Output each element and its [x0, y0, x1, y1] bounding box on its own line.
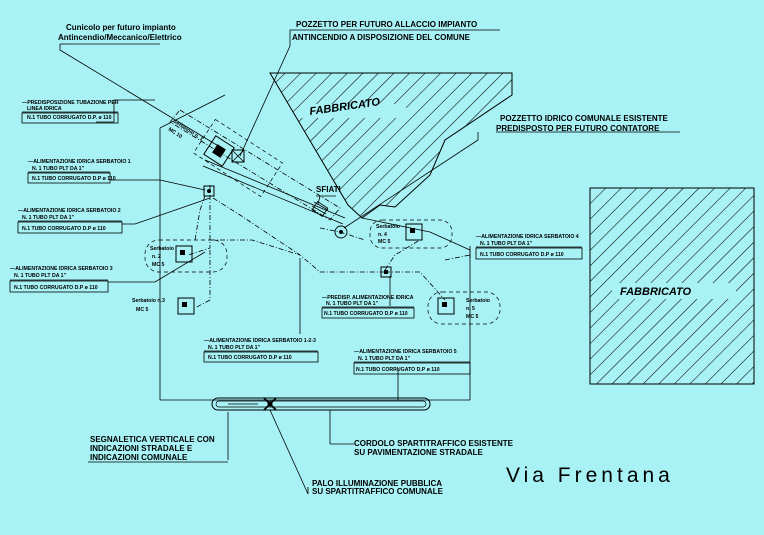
box-predisp-alimentazione: —PREDISP. ALIMENTAZIONE IDRICA N. 1 TUBO… [321, 295, 415, 319]
box-serb1-line-2: N. 1 TUBO PLT DA 1" [32, 166, 85, 172]
box-serbatoio-4: —ALIMENTAZIONE IDRICA SERBATOIO 4 N. 1 T… [475, 234, 583, 260]
palo-line-2: SU SPARTITRAFFICO COMUNALE [312, 487, 444, 496]
segnaletica-line-3: INDICAZIONI COMUNALE [90, 453, 188, 462]
cunicolo-corridor [169, 109, 341, 221]
segnaletica-line-1: SEGNALETICA VERTICALE CON [90, 435, 215, 444]
pozzetto-idrico-line-1: POZZETTO IDRICO COMUNALE ESISTENTE [500, 114, 669, 123]
tank-serbatoio-3: Serbatoio n.3 MC 5 [132, 297, 195, 315]
box-predisp-linea-line-2: LINEA IDRICA [27, 106, 62, 112]
box-serb1-line-3: N.1 TUBO CORRUGATO D.P ø 110 [32, 176, 116, 182]
tank-2-num: n. 2 [152, 254, 161, 260]
tank-serbatoio-2: Serbatoio n. 2 MC 5 [144, 239, 228, 273]
cordolo-line-1: CORDOLO SPARTITRAFFICO ESISTENTE [354, 439, 514, 448]
box-predisp-alim-line-3: N.1 TUBO CORRUGATO D.P ø 110 [324, 311, 408, 317]
manholes [203, 149, 392, 278]
building-fabbricato-2: FABBRICATO [589, 187, 755, 385]
box-serbatoio-123: —ALIMENTAZIONE IDRICA SERBATOIO 1-2-3 N.… [203, 338, 319, 363]
tank-3-name: Serbatoio n.3 [132, 298, 165, 304]
sfiati-label: SFIATI [316, 185, 341, 194]
box-serbatoio-3: —ALIMENTAZIONE IDRICA SERBATOIO 3 N. 1 T… [9, 266, 113, 293]
cordolo-line-2: SU PAVIMENTAZIONE STRADALE [354, 448, 484, 457]
box-predisposizione-linea: —PREDISPOSIZIONE TUBAZIONE PER LINEA IDR… [21, 100, 119, 124]
tank-3-mc: MC 5 [136, 307, 149, 313]
box-serb2-line-1: —ALIMENTAZIONE IDRICA SERBATOIO 2 [18, 208, 121, 214]
street-name-via-frentana: Via Frentana [506, 464, 674, 487]
street-lamp-icon [263, 397, 277, 411]
box-serb3-line-2: N. 1 TUBO PLT DA 1" [14, 273, 67, 279]
cunicolo-label-line-1: Cunicolo per futuro impianto [66, 23, 176, 32]
box-predisp-linea-line-3: N.1 TUBO CORRUGATO D.P. ø 110 [27, 115, 112, 121]
box-serb4-line-2: N. 1 TUBO PLT DA 1" [480, 241, 533, 247]
box-serb5-line-2: N. 1 TUBO PLT DA 1" [358, 356, 411, 362]
box-serb123-line-1: —ALIMENTAZIONE IDRICA SERBATOIO 1-2-3 [204, 338, 316, 344]
tank-serbatoio-4: Serbatoio n. 4 MC 5 [369, 219, 453, 249]
cunicolo-label-line-2: Antincendio/Meccanico/Elettrico [58, 33, 182, 42]
leader-lines [59, 29, 680, 495]
box-serbatoio-5: —ALIMENTAZIONE IDRICA SERBATOIO 5 N. 1 T… [353, 349, 471, 375]
tank-4-num: n. 4 [378, 232, 387, 238]
building-fabbricato-1: FABBRICATO [269, 72, 513, 219]
box-serb123-line-3: N.1 TUBO CORRUGATO D.P ø 110 [208, 355, 292, 361]
box-predisp-linea-line-1: —PREDISPOSIZIONE TUBAZIONE PER [22, 100, 119, 106]
pozzetto-idrico-line-2: PREDISPOSTO PER FUTURO CONTATORE [496, 124, 660, 133]
tank-2-name: Serbatoio [150, 246, 174, 252]
tank-4-mc: MC 5 [378, 239, 391, 245]
box-serb123-line-2: N. 1 TUBO PLT DA 1" [208, 345, 261, 351]
lot-boundary [159, 94, 471, 401]
box-serbatoio-1: —ALIMENTAZIONE IDRICA SERBATOIO 1 N. 1 T… [27, 159, 131, 184]
tank-2-mc: MC 5 [152, 262, 165, 268]
box-serb3-line-1: —ALIMENTAZIONE IDRICA SERBATOIO 3 [10, 266, 113, 272]
box-predisp-alim-line-1: —PREDISP. ALIMENTAZIONE IDRICA [322, 295, 414, 301]
pozzetto-allaccio-line-2: ANTINCENDIO A DISPOSIZIONE DEL COMUNE [292, 33, 471, 42]
box-serb3-line-3: N.1 TUBO CORRUGATO D.P ø 110 [14, 285, 98, 291]
tank-5-name: Serbatoio [466, 298, 490, 304]
tank-5-mc: MC 5 [466, 314, 479, 320]
palo-line-1: PALO ILLUMINAZIONE PUBBLICA [312, 479, 442, 488]
box-serb1-line-1: —ALIMENTAZIONE IDRICA SERBATOIO 1 [28, 159, 131, 165]
box-serb4-line-1: —ALIMENTAZIONE IDRICA SERBATOIO 4 [476, 234, 579, 240]
tank-5-num: n. 5 [466, 306, 475, 312]
fabbricato-label-2: FABBRICATO [620, 286, 692, 298]
box-serb5-line-1: —ALIMENTAZIONE IDRICA SERBATOIO 5 [354, 349, 457, 355]
box-predisp-alim-line-2: N. 1 TUBO PLT DA 1" [326, 301, 379, 307]
box-serb5-line-3: N.1 TUBO CORRUGATO D.P ø 110 [356, 367, 440, 373]
tank-serbatoio-5: Serbatoio n. 5 MC 5 [427, 291, 501, 325]
segnaletica-line-2: INDICAZIONI STRADALE E [90, 444, 193, 453]
pipe-network [187, 185, 471, 309]
tank-4-name: Serbatoio [376, 224, 400, 230]
pozzetto-allaccio-line-1: POZZETTO PER FUTURO ALLACCIO IMPIANTO [296, 20, 477, 29]
traffic-island [211, 397, 431, 411]
box-serb2-line-2: N. 1 TUBO PLT DA 1" [22, 215, 75, 221]
box-serbatoio-2: —ALIMENTAZIONE IDRICA SERBATOIO 2 N. 1 T… [17, 208, 123, 234]
box-serb4-line-3: N.1 TUBO CORRUGATO D.P ø 110 [480, 252, 564, 258]
box-serb2-line-3: N.1 TUBO CORRUGATO D.P ø 110 [22, 226, 106, 232]
